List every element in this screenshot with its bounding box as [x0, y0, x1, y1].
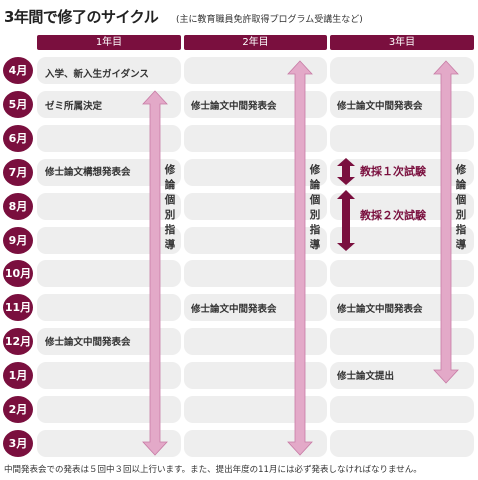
grid-cell: [37, 57, 181, 84]
month-badge: 2月: [3, 396, 33, 423]
month-badge: 5月: [3, 91, 33, 118]
y1-april-event: 入学、新入生ガイダンス: [45, 69, 149, 80]
footnote: 中間発表会での発表は５回中３回以上行います。また、提出年度の11月には必ず発表し…: [4, 465, 422, 475]
year-header-3: 3年目: [330, 35, 474, 50]
guidance-label-year2: 修論個別指導: [309, 164, 321, 251]
exam1-arrow: [337, 158, 355, 185]
month-badge: 9月: [3, 227, 33, 254]
month-badge: 11月: [3, 294, 33, 321]
y3-exam2: 教採２次試験: [360, 209, 426, 222]
y1-december-event: 修士論文中間発表会: [45, 337, 131, 348]
month-badge: 12月: [3, 328, 33, 355]
month-badge: 8月: [3, 193, 33, 220]
month-badge: 3月: [3, 430, 33, 457]
guidance-label-year3: 修論個別指導: [455, 164, 467, 251]
month-badge: 6月: [3, 125, 33, 152]
guidance-arrow-year1: [142, 90, 168, 456]
grid-cell: [330, 396, 474, 423]
year-header-2: 2年目: [184, 35, 327, 50]
page-title: 3年間で修了のサイクル: [4, 8, 159, 26]
y1-july-event: 修士論文構想発表会: [45, 167, 131, 178]
month-badge: 1月: [3, 362, 33, 389]
y2-may-event: 修士論文中間発表会: [191, 101, 277, 112]
y3-november-event: 修士論文中間発表会: [337, 304, 423, 315]
guidance-label-year1: 修論個別指導: [164, 164, 176, 251]
y1-may-event: ゼミ所属決定: [45, 101, 103, 112]
y3-may-event: 修士論文中間発表会: [337, 101, 423, 112]
y3-exam1: 教採１次試験: [360, 165, 426, 178]
exam2-arrow: [337, 190, 355, 251]
grid-cell: [330, 430, 474, 457]
month-badge: 7月: [3, 159, 33, 186]
year-header-1: 1年目: [37, 35, 181, 50]
month-badge: 4月: [3, 57, 33, 84]
y2-november-event: 修士論文中間発表会: [191, 304, 277, 315]
guidance-arrow-year2: [287, 60, 313, 456]
month-badge: 10月: [3, 260, 33, 287]
guidance-arrow-year3: [433, 60, 459, 384]
y3-january-event: 修士論文提出: [337, 371, 395, 382]
page-subtitle: (主に教育職員免許取得プログラム受講生など): [176, 15, 363, 25]
